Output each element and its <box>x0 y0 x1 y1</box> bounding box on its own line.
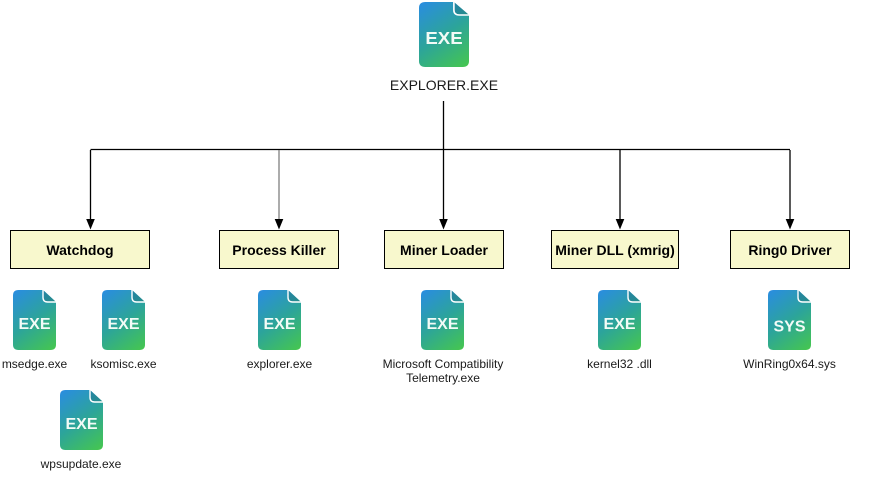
file-icon-badge: EXE <box>65 416 97 433</box>
file-node-telemetry: EXE <box>421 290 464 350</box>
exe-file-icon: EXE <box>102 290 145 350</box>
file-label-telemetry: Microsoft Compatibility Telemetry.exe <box>382 357 504 385</box>
file-node-msedge: EXE <box>13 290 56 350</box>
file-icon-badge: EXE <box>426 316 458 333</box>
file-icon-badge: EXE <box>425 29 462 48</box>
stage-box-label: Ring0 Driver <box>748 241 832 258</box>
arrowhead-process-killer <box>274 219 284 230</box>
exe-file-icon: EXE <box>421 290 464 350</box>
file-icon-badge: EXE <box>18 316 50 333</box>
root-file-label: EXPLORER.EXE <box>389 77 499 93</box>
exe-file-icon: EXE <box>59 390 103 450</box>
arrowhead-miner-loader <box>439 219 448 230</box>
file-node-explorer: EXE <box>258 290 301 350</box>
stage-box-label: Process Killer <box>232 241 326 258</box>
arrowhead-miner-dll <box>615 219 625 230</box>
stage-box-label: Miner Loader <box>400 241 488 258</box>
file-node-winring: SYS <box>768 290 811 350</box>
exe-file-icon: EXE <box>13 290 56 350</box>
sys-file-icon: SYS <box>768 290 811 350</box>
file-label-ksomisc: ksomisc.exe <box>90 357 157 371</box>
exe-file-icon: EXE <box>419 2 469 67</box>
stage-box-label: Miner DLL (xmrig) <box>555 241 675 258</box>
exe-file-icon: EXE <box>598 290 641 350</box>
file-label-winring: WinRing0x64.sys <box>743 357 836 371</box>
stage-box-label: Watchdog <box>46 241 114 258</box>
file-label-explorer: explorer.exe <box>246 357 313 371</box>
root-file-node: EXE <box>419 2 469 67</box>
stage-box-ring0-driver: Ring0 Driver <box>730 230 850 269</box>
stage-box-miner-dll: Miner DLL (xmrig) <box>551 230 679 269</box>
file-node-wpsupdate: EXE <box>59 390 103 450</box>
file-icon-badge: EXE <box>263 316 295 333</box>
stage-box-watchdog: Watchdog <box>10 230 150 269</box>
stage-box-miner-loader: Miner Loader <box>384 230 504 269</box>
file-label-msedge: msedge.exe <box>1 357 68 371</box>
file-label-wpsupdate: wpsupdate.exe <box>40 457 122 471</box>
exe-file-icon: EXE <box>258 290 301 350</box>
file-icon-badge: EXE <box>107 316 139 333</box>
arrowhead-watchdog <box>86 219 95 230</box>
file-node-ksomisc: EXE <box>102 290 145 350</box>
arrowhead-ring0-driver <box>785 219 795 230</box>
file-icon-badge: SYS <box>773 319 805 336</box>
file-icon-badge: EXE <box>603 316 635 333</box>
file-node-kernel32: EXE <box>598 290 641 350</box>
stage-box-process-killer: Process Killer <box>219 230 339 269</box>
file-label-kernel32: kernel32 .dll <box>587 357 652 371</box>
